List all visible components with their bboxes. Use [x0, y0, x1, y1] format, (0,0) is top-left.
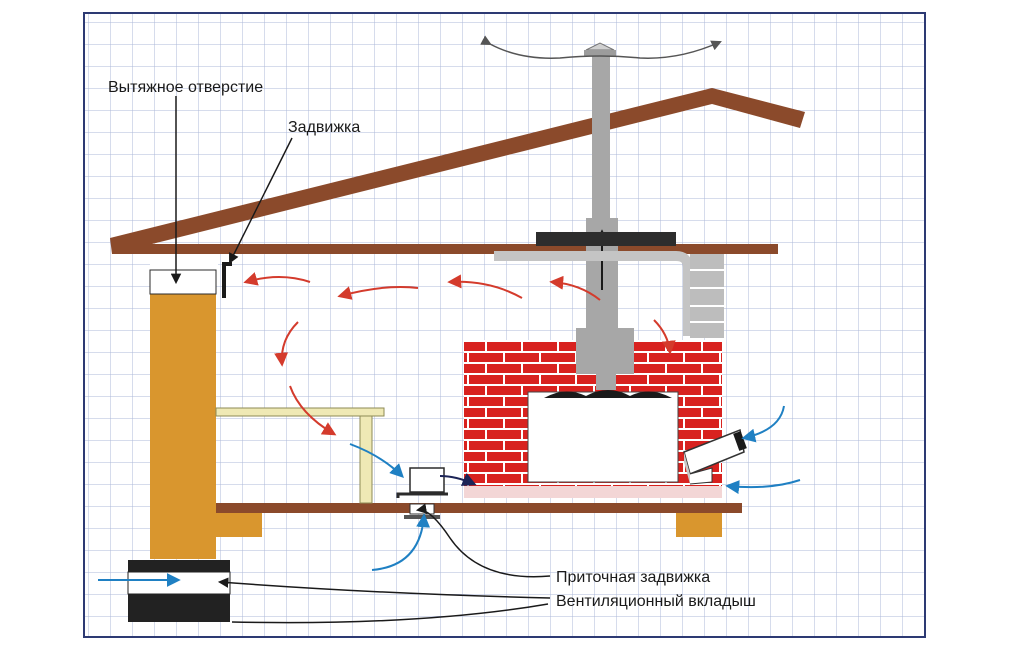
foundation-block [127, 560, 231, 622]
heat-shield [494, 251, 693, 336]
brick-column [690, 254, 724, 338]
label-damper: Задвижка [288, 119, 360, 136]
wooden-wall [150, 293, 216, 559]
ceiling-gap [150, 254, 218, 274]
label-vent-insert: Вентиляционный вкладыш [556, 593, 756, 610]
label-exhaust-hole: Вытяжное отверстие [108, 79, 263, 96]
ceiling-beam [112, 244, 778, 254]
inlet-box [396, 467, 448, 498]
roof [110, 88, 805, 254]
chimney-collar [536, 232, 676, 246]
inlet-to-stove-flow [439, 473, 477, 486]
outside-air-flow [480, 35, 722, 59]
exhaust-hole [149, 269, 217, 295]
cold-air-flow [98, 405, 801, 587]
chimney [576, 42, 634, 390]
label-supply-damper: Приточная задвижка [556, 569, 710, 586]
floor-board [216, 503, 742, 513]
warm-air-flow [243, 272, 676, 436]
bench [215, 407, 385, 504]
stove-air-inlet [683, 428, 747, 485]
leader-lines [170, 96, 551, 624]
damper-bracket [222, 262, 232, 298]
floor-joist-left [216, 513, 262, 537]
floor-joist-right [676, 513, 722, 537]
